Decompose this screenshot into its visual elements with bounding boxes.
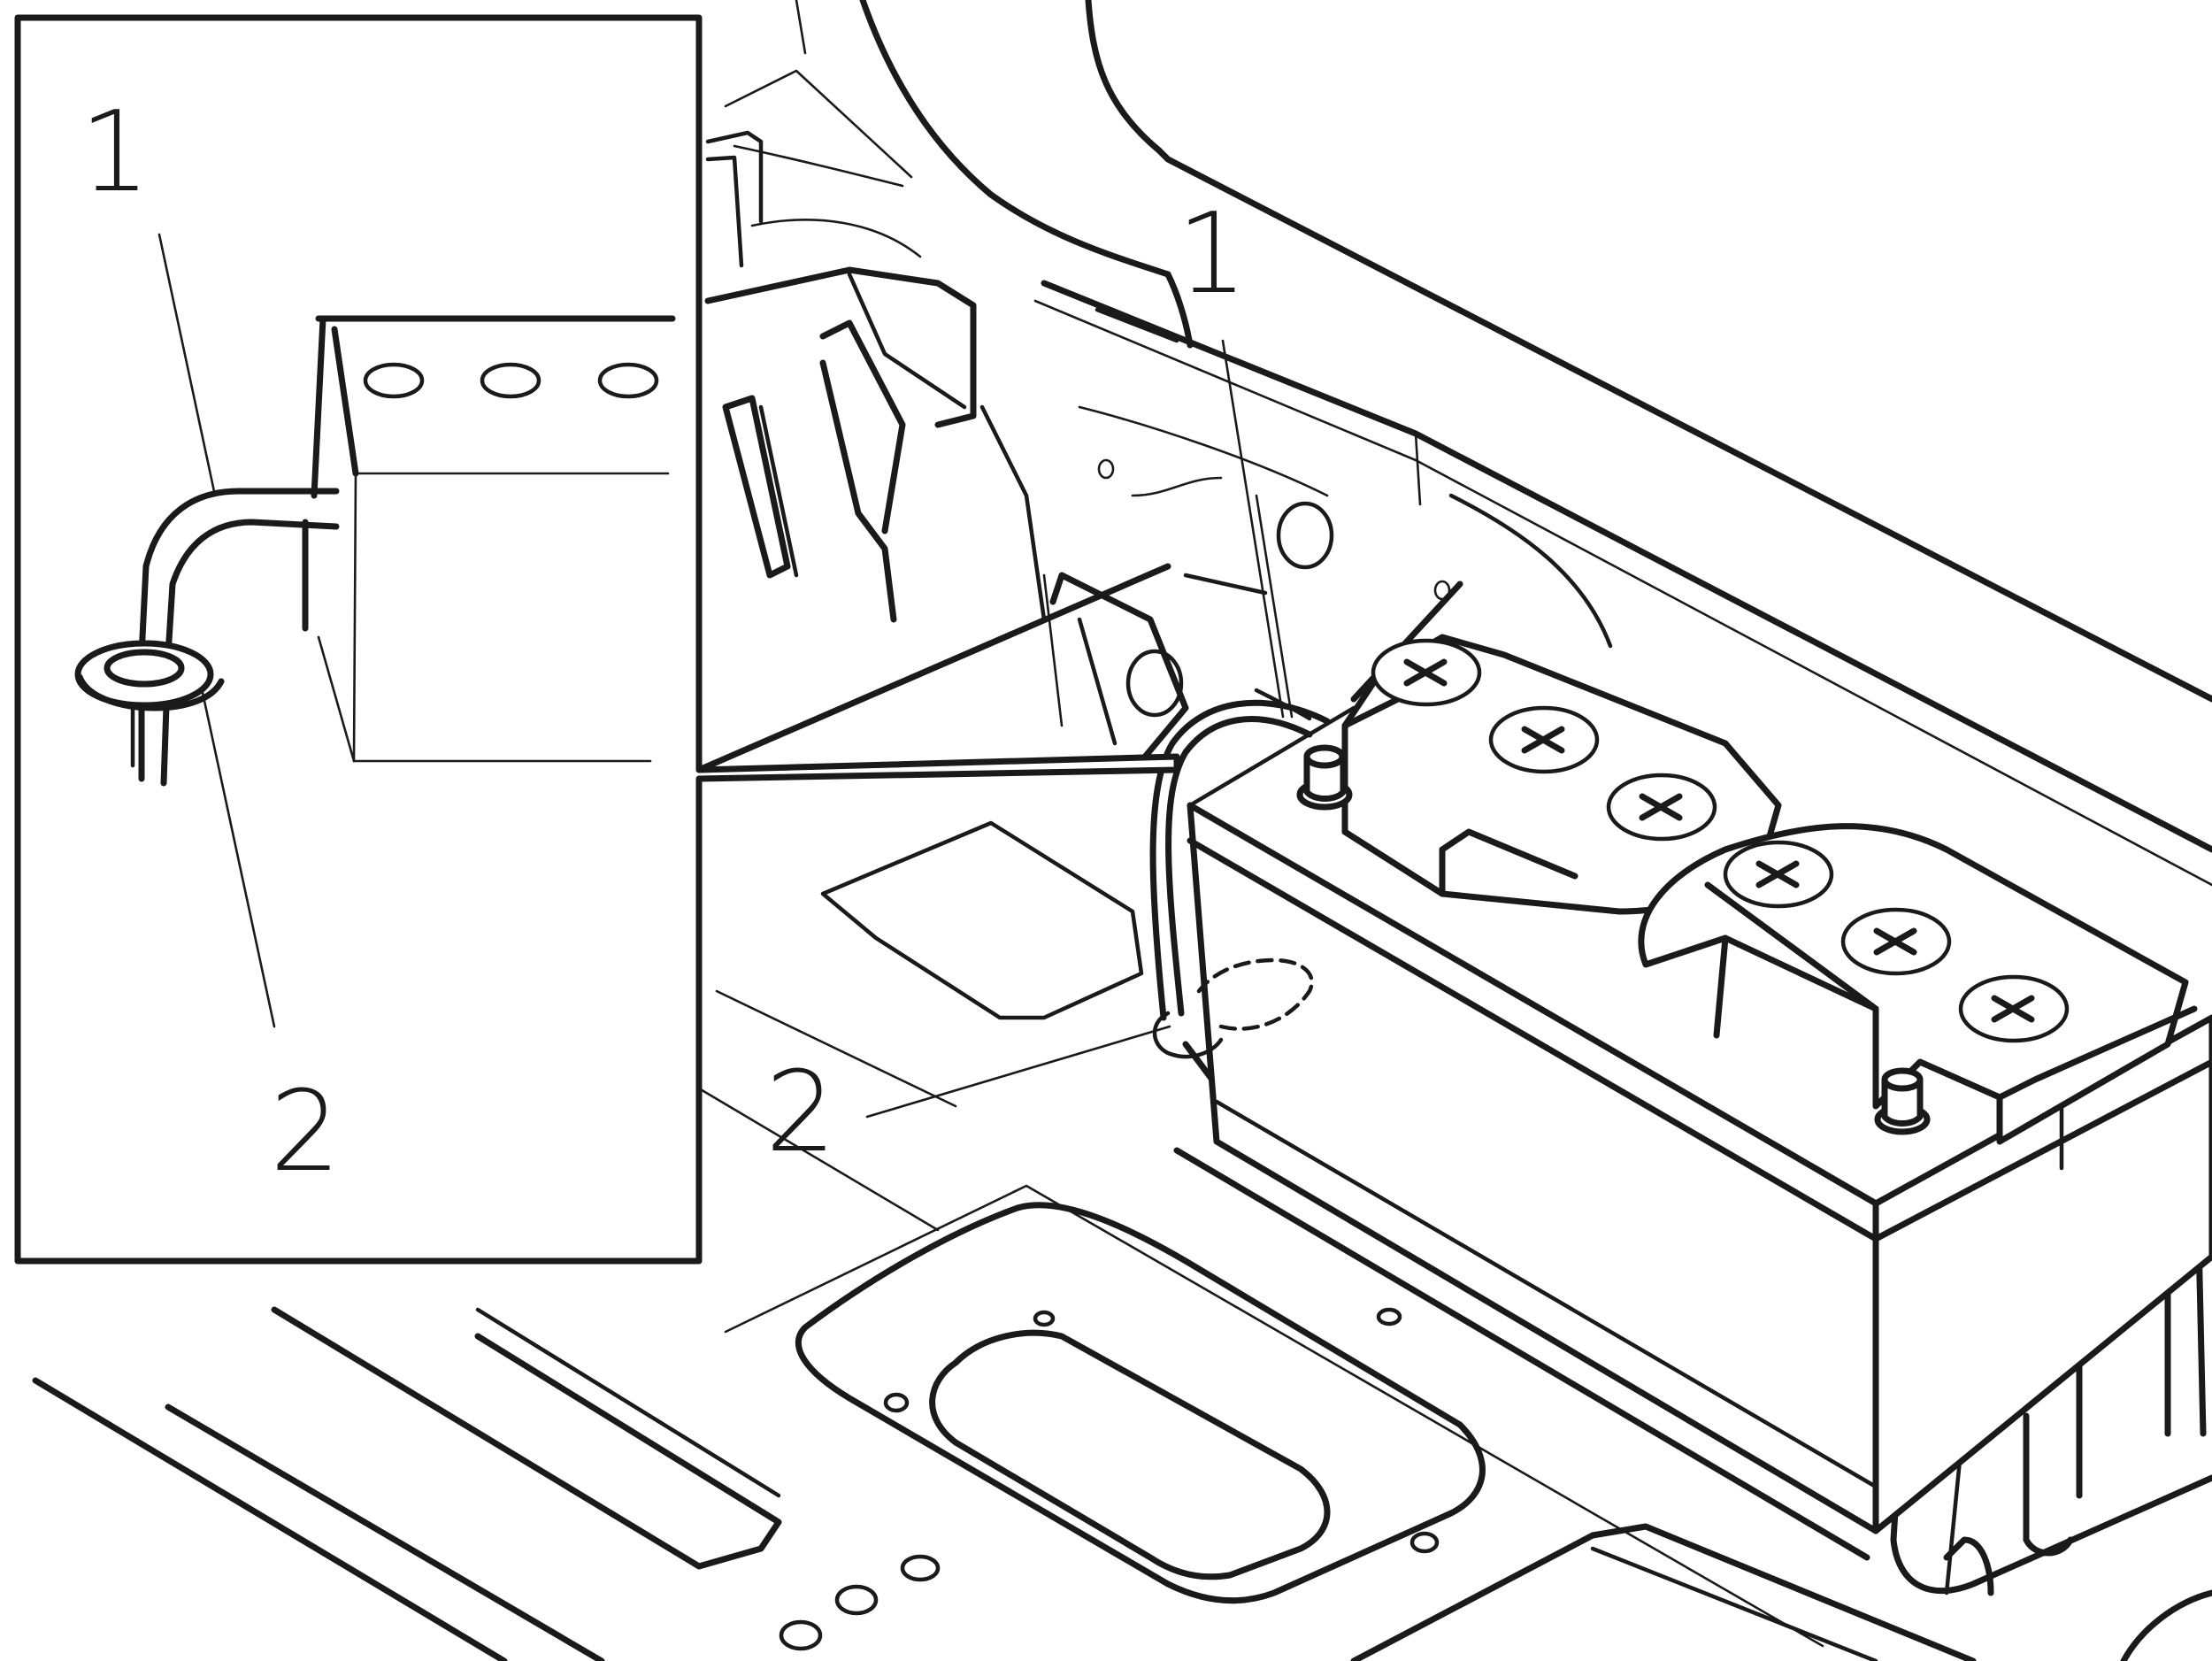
inset-callout-1: 1 <box>80 87 150 217</box>
inset-battery <box>302 315 676 763</box>
main-callout-2: 2 <box>765 1047 836 1177</box>
inset-vent-grommet <box>74 640 225 711</box>
main-leader-2 <box>865 1025 1171 1119</box>
terminal-cap-icon <box>1958 974 2070 1043</box>
vent-grommet <box>1152 957 1314 1059</box>
terminal-cap-icon <box>1371 638 1482 707</box>
inset-leader-1 <box>157 233 217 497</box>
battery <box>1149 581 2212 1561</box>
main-callout-1: 1 <box>1177 188 1248 319</box>
main-view-callouts: 1 2 <box>765 188 1285 1177</box>
negative-terminal-post <box>1296 744 1353 811</box>
main-leader-1 <box>1221 339 1285 719</box>
positive-terminal-post <box>1874 1067 1931 1135</box>
inset-leader-2 <box>200 687 276 1028</box>
terminal-cap-icon <box>1606 773 1717 842</box>
terminal-cap-icon <box>1488 705 1600 774</box>
terminal-cap-icon <box>1723 840 1834 909</box>
detail-inset: 1 2 <box>14 14 1180 1265</box>
terminal-cap-icon <box>1840 907 1952 976</box>
inset-callout-2: 2 <box>270 1066 341 1196</box>
